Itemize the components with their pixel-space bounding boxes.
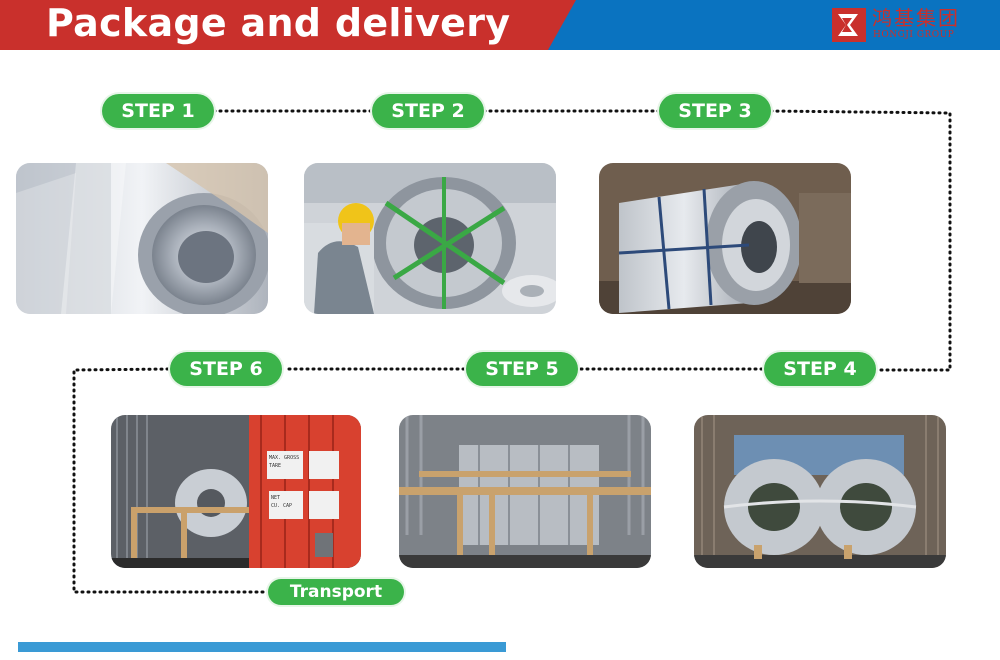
container-label-cu-cap: CU. CAP [271,503,292,509]
step-3-label: STEP 3 [659,94,771,128]
footer-bar [18,642,506,652]
step-4-label: STEP 4 [764,352,876,386]
step-1-label: STEP 1 [102,94,214,128]
step-6-label: STEP 6 [170,352,282,386]
page-title: Package and delivery [46,1,511,45]
step-3-photo [599,163,851,314]
container-label-net: NET [271,495,280,501]
logo-name: 鸿基集团 [872,6,960,30]
step-2-label: STEP 2 [372,94,484,128]
step-5-photo [399,415,651,568]
step-1-photo [16,163,268,314]
hongji-logo-icon [832,8,866,42]
step-6-photo: MAX. GROSS TARE NET CU. CAP [111,415,361,568]
container-label-tare: TARE [269,463,281,469]
company-logo: 鸿基集团 HONGJI GROUP [832,5,984,45]
logo-subtitle: HONGJI GROUP [873,30,955,40]
container-label-max-gross: MAX. GROSS [269,455,299,461]
header-banner: Package and delivery 鸿基集团 HONGJI GROUP [0,0,1000,50]
step-5-label: STEP 5 [466,352,578,386]
transport-label: Transport [268,579,404,605]
step-4-photo [694,415,946,568]
header-blue-band [548,0,1000,50]
step-2-photo [304,163,556,314]
